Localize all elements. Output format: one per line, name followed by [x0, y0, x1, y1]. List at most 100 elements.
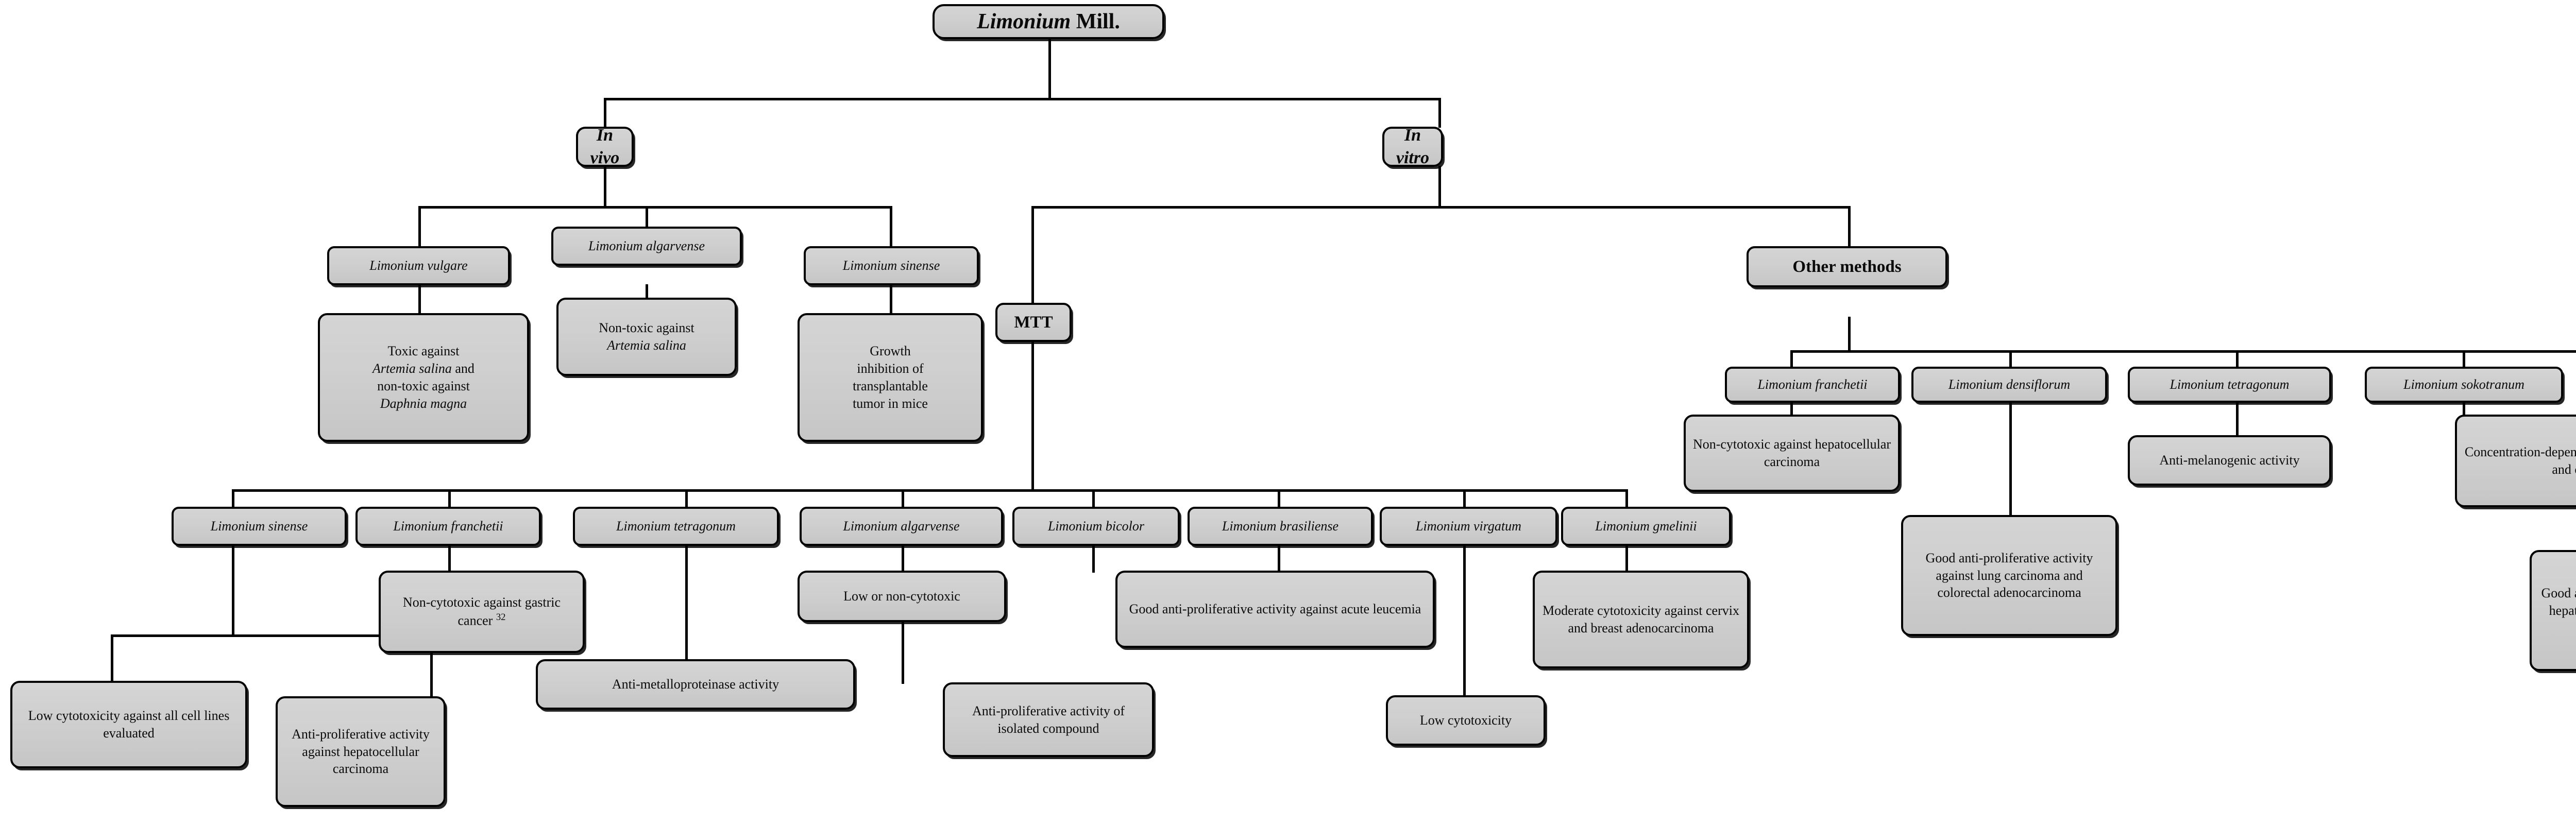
- node-species-mtt-3[interactable]: Limonium algarvense: [800, 507, 1003, 546]
- node-finding-mtt-6[interactable]: Good anti-proliferative activity against…: [1115, 571, 1435, 648]
- connector-other-sp4: [2463, 350, 2465, 368]
- node-finding-in-vivo-1[interactable]: Non-toxic against Artemia salina: [556, 298, 737, 376]
- connector-other-f4: [2463, 389, 2465, 417]
- node-species-in-vivo-0[interactable]: Limonium vulgare: [327, 246, 510, 285]
- connector-mtt-down: [1031, 341, 1034, 491]
- connector-invivo-stem: [604, 98, 606, 128]
- finding-line-1: Toxic against: [387, 343, 460, 359]
- connector-gmelinii-mtt: [1625, 546, 1628, 573]
- node-species-mtt-0[interactable]: Limonium sinense: [172, 507, 347, 546]
- finding-line-1: Non-toxic against: [599, 320, 694, 336]
- node-finding-in-vivo-0[interactable]: Toxic against Artemia salina and non-tox…: [318, 313, 529, 442]
- root-genus: Limonium: [977, 9, 1071, 33]
- connector-mtt-stem: [1031, 206, 1034, 304]
- connector-invivo-down: [604, 166, 606, 208]
- connector-invivo-sp1: [418, 206, 421, 247]
- connector-mtt-species-bus: [232, 489, 1625, 492]
- node-finding-mtt-7[interactable]: Low cytotoxicity: [1386, 695, 1546, 746]
- node-finding-in-vivo-2[interactable]: Growth inhibition of transplantable tumo…: [798, 313, 983, 442]
- finding-text: Good anti-proliferative activity against…: [2541, 585, 2576, 618]
- connector-mtt-sp8: [1625, 489, 1628, 507]
- node-finding-mtt-2[interactable]: Non-cytotoxic against gastric cancer 32: [379, 571, 585, 653]
- node-species-other-3[interactable]: Limonium sokotranum: [2365, 367, 2563, 403]
- finding-line-2: Artemia salina: [372, 361, 452, 376]
- node-species-in-vivo-2[interactable]: Limonium sinense: [804, 246, 979, 285]
- node-method-other[interactable]: Other methods: [1747, 246, 1947, 287]
- finding-text: Anti-proliferative activity against hepa…: [292, 726, 430, 777]
- finding-text: Concentration-dependent anti-proliferati…: [2464, 444, 2576, 477]
- root-authority: Mill.: [1076, 9, 1120, 33]
- finding-text: Low cytotoxicity: [1419, 713, 1512, 728]
- finding-line-4: Daphnia magna: [380, 396, 467, 411]
- connector-other-sp2: [2009, 350, 2012, 368]
- finding-text: Good anti-proliferative activity against…: [1129, 601, 1421, 617]
- finding-line-2b: and: [451, 361, 474, 376]
- node-finding-mtt-0[interactable]: Low cytotoxicity against all cell lines …: [10, 681, 247, 768]
- connector-franchetii-mtt-a: [448, 546, 451, 573]
- node-finding-other-4[interactable]: Good anti-proliferative activity against…: [2530, 550, 2576, 671]
- species-label: Limonium franchetii: [1757, 377, 1868, 392]
- finding-text: Low or non-cytotoxic: [843, 589, 960, 604]
- species-label: Limonium tetragonum: [616, 519, 736, 534]
- node-species-other-0[interactable]: Limonium franchetii: [1725, 367, 1900, 403]
- finding-line-3: transplantable: [853, 379, 928, 393]
- node-species-mtt-6[interactable]: Limonium virgatum: [1380, 507, 1557, 546]
- species-label: Limonium sinense: [210, 519, 308, 534]
- connector-vulgare-find: [418, 284, 421, 318]
- node-method-mtt[interactable]: MTT: [995, 303, 1072, 342]
- node-species-in-vivo-1[interactable]: Limonium algarvense: [551, 227, 742, 266]
- connector-mtt-sp7: [1463, 489, 1466, 507]
- connector-other-f2: [2009, 389, 2012, 518]
- connector-other-f1: [1790, 389, 1793, 417]
- finding-line-1: Growth: [870, 343, 911, 359]
- node-species-mtt-4[interactable]: Limonium bicolor: [1012, 507, 1180, 546]
- node-in-vitro[interactable]: In vitro: [1382, 126, 1443, 167]
- finding-reference: 32: [496, 612, 506, 623]
- species-label: Limonium brasiliense: [1222, 519, 1339, 534]
- connector-other-species-bus: [1790, 350, 2576, 353]
- node-in-vivo[interactable]: In vivo: [576, 126, 634, 167]
- node-finding-other-1[interactable]: Good anti-proliferative activity against…: [1901, 515, 2117, 636]
- finding-line-4: tumor in mice: [853, 396, 928, 411]
- node-finding-mtt-1[interactable]: Anti-proliferative activity against hepa…: [276, 696, 446, 807]
- node-species-mtt-7[interactable]: Limonium gmelinii: [1561, 507, 1731, 546]
- node-species-other-1[interactable]: Limonium densiflorum: [1911, 367, 2107, 403]
- finding-text: Low cytotoxicity against all cell lines …: [28, 708, 230, 741]
- node-root[interactable]: Limonium Mill.: [933, 4, 1164, 39]
- finding-text: Non-cytotoxic against gastric cancer: [402, 595, 561, 628]
- connector-mtt-sp1: [232, 489, 234, 507]
- node-species-mtt-1[interactable]: Limonium franchetii: [355, 507, 541, 546]
- node-finding-other-0[interactable]: Non-cytotoxic against hepatocellular car…: [1684, 415, 1900, 492]
- finding-text: Anti-proliferative activity of isolated …: [972, 703, 1125, 736]
- node-finding-mtt-5[interactable]: Anti-proliferative activity of isolated …: [943, 682, 1154, 757]
- species-label: Limonium tetragonum: [2170, 377, 2290, 392]
- node-finding-mtt-8[interactable]: Moderate cytotoxicity against cervix and…: [1533, 571, 1749, 668]
- finding-text: Anti-metalloproteinase activity: [612, 677, 779, 692]
- connector-virgatum-mtt: [1463, 546, 1466, 698]
- species-label: Limonium algarvense: [588, 238, 705, 254]
- node-finding-other-2[interactable]: Anti-melanogenic activity: [2128, 435, 2331, 486]
- connector-sinense-invivo-find: [890, 284, 892, 318]
- connector-mtt-sp6: [1278, 489, 1280, 507]
- finding-text: Good anti-proliferative activity against…: [1925, 550, 2093, 600]
- finding-text: Non-cytotoxic against hepatocellular car…: [1692, 437, 1891, 469]
- connector-other-f3: [2236, 389, 2239, 438]
- connector-mtt-sp4: [902, 489, 904, 507]
- species-label: Limonium vulgare: [369, 258, 468, 273]
- node-finding-mtt-3[interactable]: Anti-metalloproteinase activity: [536, 659, 855, 710]
- node-finding-other-3[interactable]: Concentration-dependent anti-proliferati…: [2455, 415, 2576, 507]
- species-label: Limonium bicolor: [1047, 519, 1145, 534]
- connector-brasiliense-mtt: [1278, 546, 1280, 573]
- node-species-other-2[interactable]: Limonium tetragonum: [2128, 367, 2331, 403]
- connector-invitro-stem: [1438, 98, 1441, 128]
- node-finding-mtt-4[interactable]: Low or non-cytotoxic: [798, 571, 1006, 622]
- connector-main-bus: [604, 98, 1441, 100]
- connector-sinense-mtt-down: [232, 546, 234, 636]
- connector-methods-bus: [1031, 206, 1848, 209]
- other-methods-label: Other methods: [1792, 257, 1902, 276]
- node-species-mtt-5[interactable]: Limonium brasiliense: [1188, 507, 1373, 546]
- node-species-mtt-2[interactable]: Limonium tetragonum: [573, 507, 779, 546]
- connector-root-stem: [1048, 38, 1051, 99]
- connector-algarvense-mtt2: [902, 597, 904, 684]
